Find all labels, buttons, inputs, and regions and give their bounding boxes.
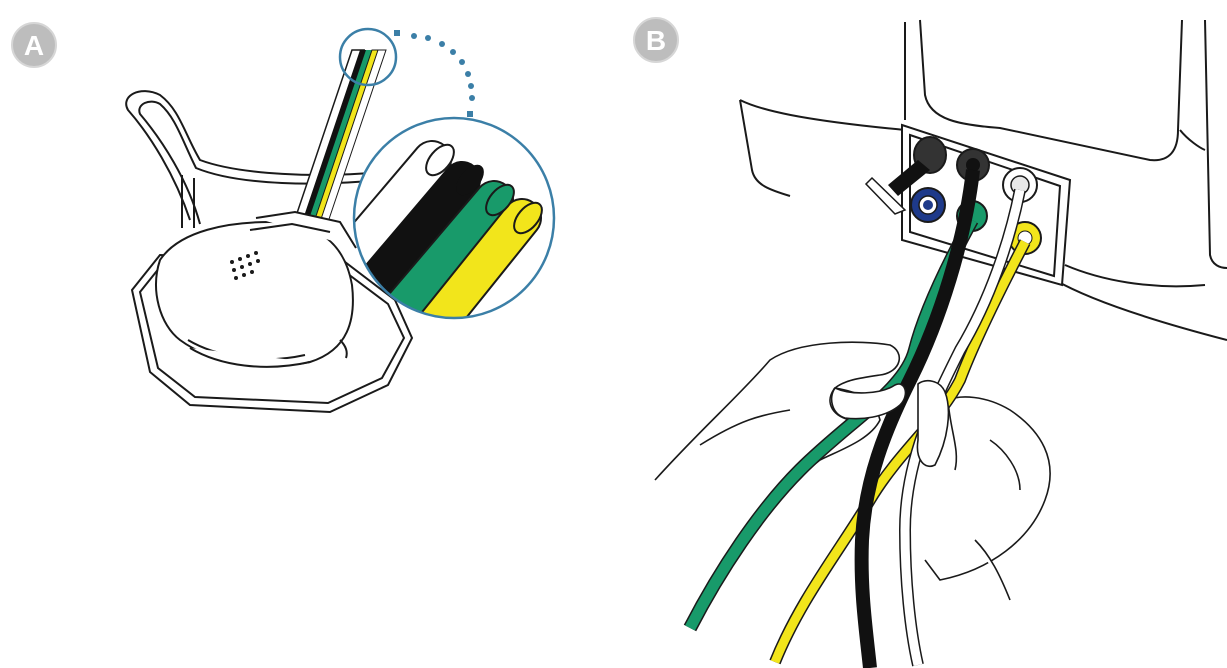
callout-leader xyxy=(394,30,475,117)
step-badge-a: A xyxy=(12,23,56,67)
hands xyxy=(655,342,1050,600)
step-label-b: B xyxy=(646,25,666,56)
port-blue xyxy=(911,188,945,222)
step-badge-b: B xyxy=(634,18,678,62)
sensor-pad xyxy=(156,212,356,367)
panel-a: A xyxy=(12,23,554,412)
step-label-a: A xyxy=(24,30,44,61)
panel-b: B xyxy=(634,18,1227,668)
